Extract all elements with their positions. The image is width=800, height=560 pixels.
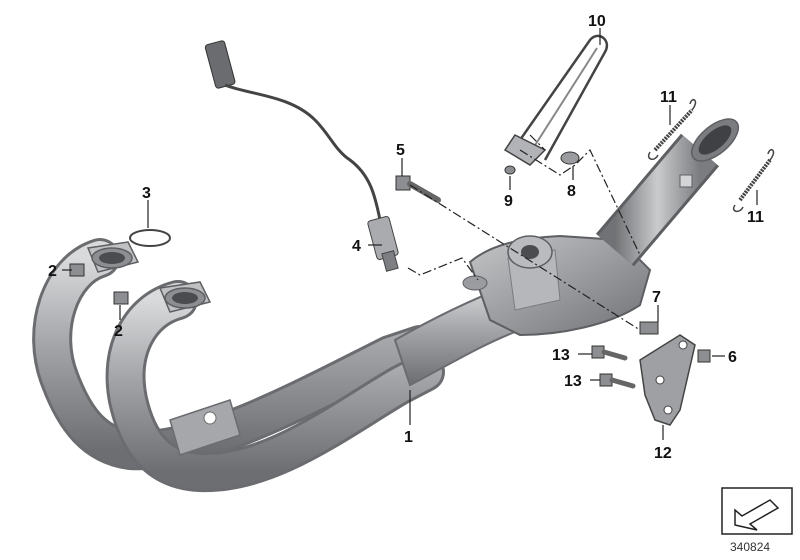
callout-2-upper: 2 — [48, 263, 57, 280]
callout-11-lower: 11 — [747, 209, 764, 226]
nut-9 — [504, 165, 516, 175]
flange-right — [158, 281, 212, 313]
callout-13-lower: 13 — [564, 373, 582, 390]
direction-arrow-icon — [734, 499, 780, 531]
tension-spring-lower — [732, 148, 775, 213]
callout-8: 8 — [567, 183, 576, 200]
diagram-id: 340824 — [730, 540, 771, 554]
callout-1: 1 — [404, 429, 413, 446]
lambda-probe — [204, 40, 399, 272]
bolt-7 — [639, 321, 659, 335]
callout-11-upper: 11 — [660, 89, 677, 106]
outlet-pipe — [595, 118, 740, 267]
callout-2-lower: 2 — [114, 323, 123, 340]
nut-6 — [697, 349, 711, 363]
washer-8 — [560, 151, 580, 165]
callout-7: 7 — [652, 289, 661, 306]
exhaust-manifold — [32, 238, 522, 493]
callout-9: 9 — [504, 193, 513, 210]
bolt-13-lower — [599, 373, 636, 389]
orientation-symbol — [721, 487, 793, 535]
callout-5: 5 — [396, 142, 405, 159]
nut-2a — [69, 263, 85, 277]
mounting-bracket — [639, 334, 696, 426]
callout-13-upper: 13 — [552, 347, 570, 364]
catalytic-converter — [462, 234, 652, 337]
assembly-lines — [407, 134, 641, 331]
callout-6: 6 — [728, 349, 737, 366]
flange-left — [86, 241, 140, 273]
bolt-13-upper — [591, 345, 628, 361]
nut-2b — [113, 291, 129, 305]
gasket-ring — [129, 229, 171, 247]
callout-labels: 1 2 2 3 4 5 6 7 8 9 10 11 11 12 13 13 — [48, 13, 764, 462]
tension-spring-upper — [647, 98, 697, 160]
leader-lines — [62, 28, 758, 440]
callout-10: 10 — [588, 13, 606, 30]
callout-3: 3 — [142, 185, 151, 202]
bolt-5 — [395, 175, 441, 203]
spring-clip — [503, 34, 608, 166]
callout-12: 12 — [654, 445, 672, 462]
callout-4: 4 — [352, 238, 361, 255]
